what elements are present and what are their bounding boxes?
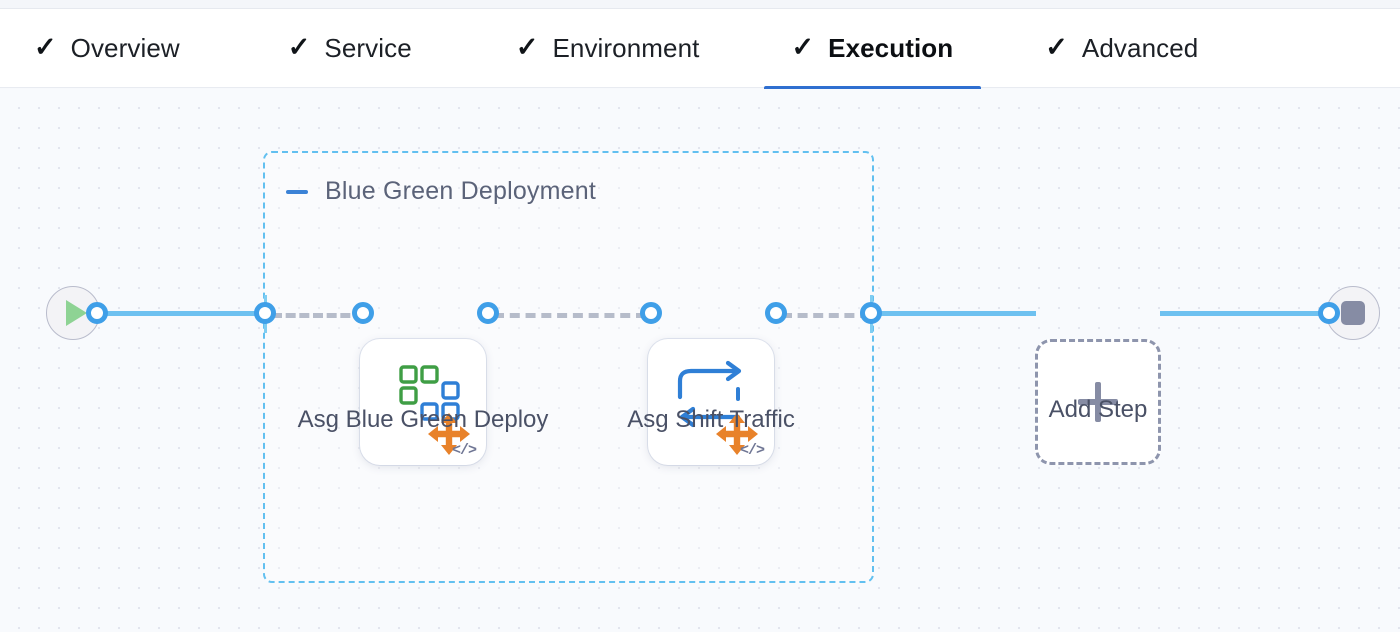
edge-group-to-add-step: [876, 311, 1036, 316]
check-icon: ✓: [287, 31, 311, 62]
add-step-node[interactable]: [1035, 339, 1161, 465]
step-label-asg-shift-traffic: Asg Shift Traffic: [627, 406, 795, 433]
tab-advanced[interactable]: ✓ Advanced: [981, 8, 1228, 88]
connector-tick: [264, 295, 267, 307]
stage-group-header[interactable]: Blue Green Deployment: [286, 177, 596, 206]
stage-group-title: Blue Green Deployment: [325, 177, 597, 205]
connector-end-in[interactable]: [1318, 302, 1340, 324]
connector-tick: [870, 295, 873, 307]
code-badge: </>: [451, 442, 477, 459]
edge-dashed-1: [272, 313, 364, 318]
tab-label: Execution: [828, 32, 954, 63]
tab-service[interactable]: ✓ Service: [258, 8, 486, 88]
plus-icon: [1078, 382, 1118, 422]
play-icon: [65, 300, 87, 326]
check-icon: ✓: [515, 31, 539, 62]
connector-step2-out[interactable]: [765, 302, 787, 324]
edge-start-to-group: [99, 311, 267, 316]
step-node-asg-shift-traffic[interactable]: </>: [648, 339, 774, 465]
connector-step1-out[interactable]: [477, 302, 499, 324]
connector-step1-in[interactable]: [352, 302, 374, 324]
edge-add-step-to-end: [1160, 311, 1328, 316]
top-strip: [0, 0, 1400, 8]
minus-icon[interactable]: [286, 189, 308, 194]
asg-blue-green-deploy-icon: [399, 365, 470, 455]
check-icon: ✓: [34, 31, 57, 62]
edge-dashed-3: [782, 313, 870, 318]
tab-label: Environment: [552, 32, 700, 63]
check-icon: ✓: [791, 31, 815, 62]
step-node-asg-blue-green-deploy[interactable]: </>: [360, 339, 486, 465]
stage-group-container[interactable]: [263, 151, 874, 583]
step-card[interactable]: </>: [360, 339, 486, 465]
add-step-label: Add Step: [1048, 396, 1148, 423]
tab-overview[interactable]: ✓ Overview: [0, 8, 258, 88]
connector-start-out[interactable]: [86, 302, 108, 324]
tab-label: Service: [324, 32, 412, 63]
asg-shift-traffic-icon: [677, 360, 758, 455]
tab-environment[interactable]: ✓ Environment: [486, 8, 764, 88]
connector-tick: [264, 321, 267, 333]
pipeline-canvas[interactable]: Blue Green Deployment: [0, 89, 1400, 632]
check-icon: ✓: [1045, 31, 1068, 62]
stop-icon: [1341, 301, 1365, 325]
code-badge: </>: [739, 442, 765, 459]
step-label-asg-blue-green-deploy: Asg Blue Green Deploy: [297, 406, 549, 433]
tab-label: Overview: [70, 32, 180, 63]
wizard-tab-bar: ✓ Overview ✓ Service ✓ Environment ✓ Exe…: [0, 8, 1400, 92]
end-node[interactable]: [1326, 286, 1380, 340]
tab-label: Advanced: [1081, 32, 1199, 63]
end-node-circle[interactable]: [1326, 286, 1380, 340]
connector-group-out[interactable]: [860, 302, 882, 324]
connector-group-in[interactable]: [254, 302, 276, 324]
edge-dashed-2: [494, 313, 646, 318]
step-card[interactable]: </>: [648, 339, 774, 465]
connector-tick: [870, 321, 873, 333]
add-step-button[interactable]: [1035, 339, 1161, 465]
connector-step2-in[interactable]: [640, 302, 662, 324]
tab-execution[interactable]: ✓ Execution: [763, 8, 982, 92]
